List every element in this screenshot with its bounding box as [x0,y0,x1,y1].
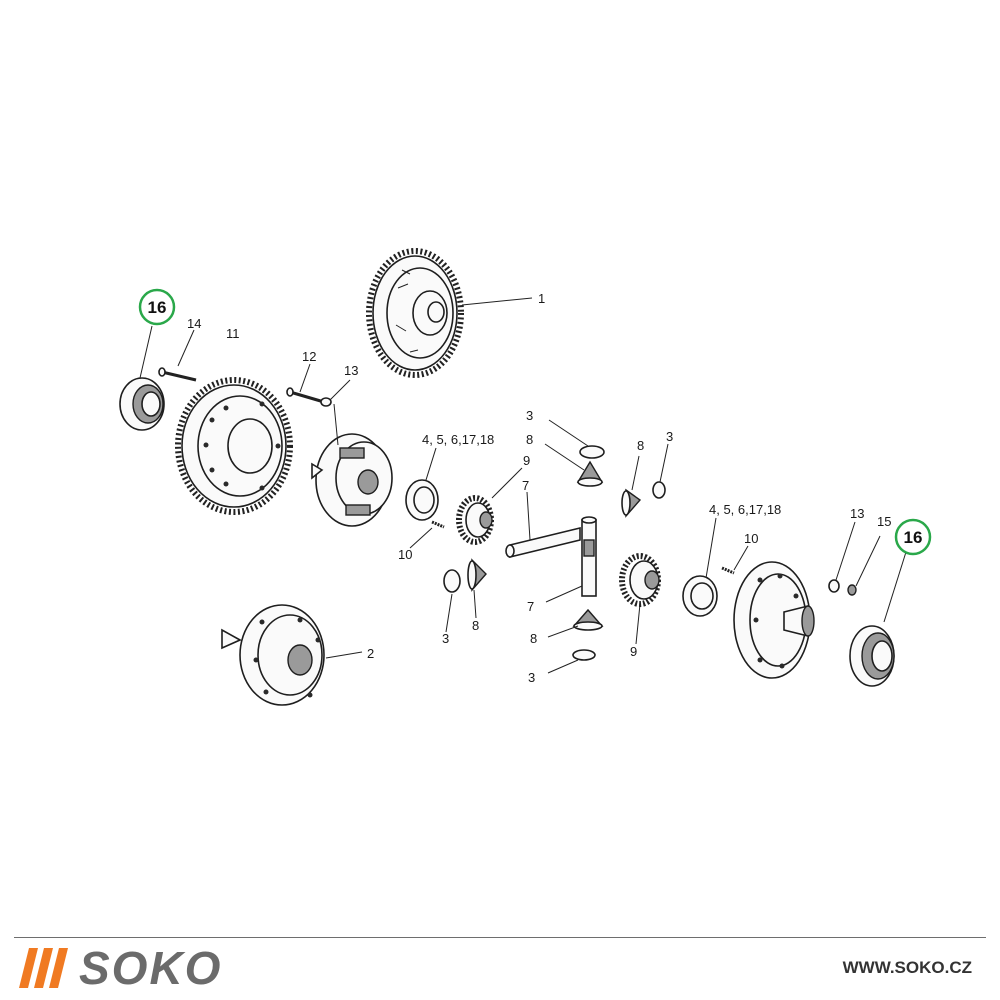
part-8-pinion-right [621,488,642,518]
callout-8-bottom: 8 [530,631,537,646]
callout-3-top: 3 [526,408,533,423]
callout-15: 15 [877,514,891,529]
brand-name: SOKO [79,942,223,994]
callout-11: 11 [226,326,240,341]
footer-divider [14,937,986,938]
part-4-thrust-washer-left [405,479,439,521]
callout-13-left: 13 [344,363,358,378]
part-1-crown-wheel-assembly [366,248,464,378]
part-16-bearing-left [119,377,165,431]
callout-labels: 1 2 3 3 3 3 4, 5, 6,17,18 4, 5, 6,17,18 … [187,291,891,685]
highlight-circle-left [138,288,176,326]
part-10-pin-left [431,520,445,529]
callout-9-top: 9 [523,453,530,468]
callout-1: 1 [538,291,545,306]
callout-14: 14 [187,316,201,331]
brand-logo: SOKO [19,942,223,994]
part-8-pinion-top [576,460,604,487]
highlight-circle-right [894,518,932,556]
callout-8-right: 8 [637,438,644,453]
part-12-bolt [286,387,325,404]
callout-3-bottom: 3 [528,670,535,685]
callout-16-right: 16 [904,528,923,547]
part-10-pin-right [721,566,735,575]
highlight-16-right: 16 [894,518,932,556]
site-url: WWW.SOKO.CZ [842,958,972,977]
part-3-washer-bottom [572,649,596,661]
callout-8-left: 8 [472,618,479,633]
part-3-washer-left [443,569,461,593]
part-9-side-gear-left [456,495,494,545]
leader-lines [139,297,907,674]
part-13-lock-tab-left [320,397,332,407]
part-9-side-gear-right [619,553,661,607]
callout-7-bottom: 7 [527,599,534,614]
callout-12: 12 [302,349,316,364]
callout-9-bottom: 9 [630,644,637,659]
callout-10-right: 10 [744,531,758,546]
part-7-shaft-horizontal [505,526,581,559]
part-8-pinion-bottom [572,608,604,631]
callout-2: 2 [367,646,374,661]
callout-3-right: 3 [666,429,673,444]
part-14-bolt [158,367,197,382]
differential-case-half-right [733,561,815,679]
part-15-nut [847,584,857,596]
part-16-bearing-right [849,625,895,687]
callout-4-right: 4, 5, 6,17,18 [709,502,781,517]
part-8-pinion-left [467,558,487,592]
highlight-16-left: 16 [138,288,176,326]
part-4-thrust-washer-right [682,575,718,617]
part-7-shaft-vertical [581,516,597,597]
part-3-washer-top [579,445,605,459]
callout-7-top: 7 [522,478,529,493]
brand-stripes-icon [19,948,68,988]
callout-16-left: 16 [148,298,167,317]
callout-4-left: 4, 5, 6,17,18 [422,432,494,447]
part-3-washer-right [652,481,666,499]
callout-10-left: 10 [398,547,412,562]
part-13-lock-tab-right [828,579,840,593]
part-11-ring-gear [175,377,293,515]
part-2-differential-case [221,604,325,706]
differential-case-half [311,433,393,527]
callout-3-left: 3 [442,631,449,646]
callout-13-right: 13 [850,506,864,521]
callout-8-top: 8 [526,432,533,447]
